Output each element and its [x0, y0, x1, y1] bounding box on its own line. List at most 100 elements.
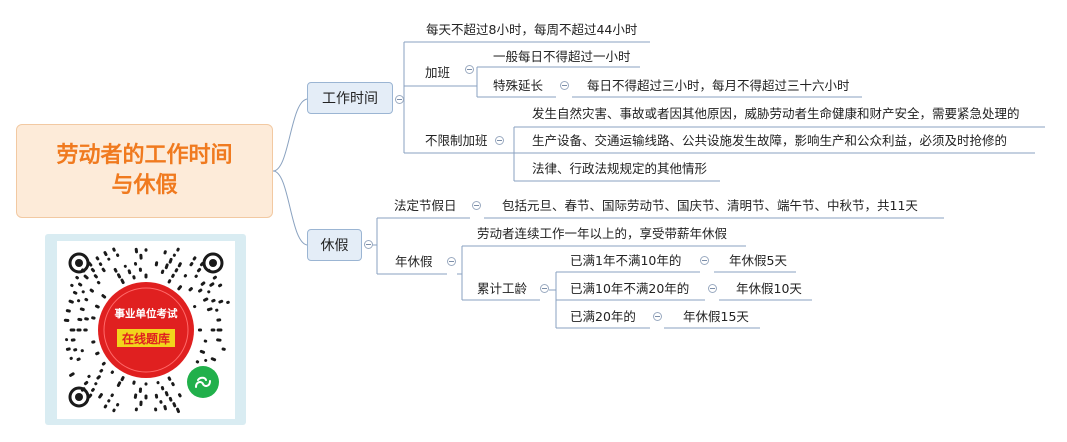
qr-dot — [176, 407, 180, 414]
collapse-toggle-annual[interactable] — [447, 257, 456, 266]
qr-dot — [68, 299, 74, 304]
qr-dot — [91, 316, 96, 320]
branch-leave[interactable]: 休假 — [307, 229, 362, 261]
qr-finder-dot — [75, 393, 83, 401]
qr-dot — [63, 318, 70, 323]
annual-eligibility-text: 劳动者连续工作一年以上的，享受带薪年休假 — [477, 226, 728, 241]
qr-dot — [90, 267, 96, 273]
qr-dot — [174, 268, 179, 273]
qr-dot — [89, 288, 94, 293]
qr-dot — [133, 393, 138, 399]
collapse-toggle-holidays[interactable] — [472, 201, 481, 210]
qr-dot — [212, 275, 217, 280]
root-title-line1: 劳动者的工作时间 — [56, 143, 233, 168]
qr-dot — [107, 257, 111, 261]
collapse-toggle-seniority[interactable] — [540, 284, 549, 293]
qr-dot — [168, 257, 173, 264]
qr-dot — [177, 393, 182, 398]
qr-dot — [76, 328, 82, 332]
qr-dot — [189, 262, 194, 267]
qr-dot — [103, 404, 108, 409]
branch-work-time[interactable]: 工作时间 — [307, 82, 393, 114]
collapse-toggle-overtime[interactable] — [465, 65, 474, 74]
qr-dot — [177, 285, 183, 291]
qr-dot — [123, 264, 127, 268]
tier-1-days: 年休假5天 — [729, 253, 787, 268]
qr-dot — [112, 247, 116, 252]
qr-dot — [84, 317, 89, 321]
qr-dot — [167, 376, 172, 381]
qr-dot — [83, 380, 89, 386]
qr-dot — [163, 405, 167, 411]
qr-dot — [133, 261, 138, 266]
qr-dot — [84, 297, 89, 302]
qr-dot — [144, 273, 148, 279]
qr-dot — [87, 374, 91, 378]
mini-program-logo-glyph — [195, 376, 211, 388]
collapse-toggle-tier-2[interactable] — [708, 284, 717, 293]
qr-dot — [91, 340, 96, 344]
overtime-normal-text: 一般每日不得超过一小时 — [493, 49, 631, 64]
qr-dot — [195, 360, 200, 364]
qr-dot — [209, 282, 215, 287]
collapse-toggle-work[interactable] — [395, 95, 404, 104]
qr-finder-dot — [209, 259, 217, 267]
qr-dot — [69, 372, 75, 377]
tier-2-days: 年休假10天 — [736, 281, 802, 296]
qr-dot — [93, 274, 98, 279]
qr-dot — [192, 256, 197, 261]
qr-dot — [94, 304, 100, 309]
qr-dot — [98, 393, 103, 399]
holidays-label: 法定节假日 — [394, 198, 457, 213]
qr-dot — [216, 328, 223, 332]
qr-dot — [107, 399, 111, 403]
qr-dot — [77, 317, 83, 322]
qr-finder-ring — [202, 252, 224, 274]
collapse-toggle-special[interactable] — [560, 81, 569, 90]
tier-3-years: 已满20年的 — [570, 309, 636, 324]
root-topic[interactable]: 劳动者的工作时间 与休假 — [16, 124, 273, 218]
qr-dot — [159, 400, 163, 404]
qr-dot — [172, 253, 176, 257]
qr-dot — [116, 403, 120, 407]
qr-dot — [177, 262, 182, 268]
collapse-toggle-tier-1[interactable] — [700, 256, 709, 265]
qr-dot — [96, 280, 101, 285]
qr-dot — [200, 281, 206, 286]
qr-dot — [171, 273, 175, 278]
qr-dot — [196, 267, 202, 273]
qr-dot — [167, 279, 172, 284]
overtime-special-value: 每日不得超过三小时，每月不得超过三十六小时 — [587, 78, 850, 93]
qr-dot — [156, 381, 160, 385]
branch-work-time-label: 工作时间 — [322, 91, 378, 107]
qr-dot — [198, 288, 203, 293]
qr-dot — [164, 263, 169, 270]
qr-dot — [95, 256, 100, 261]
qr-dot — [95, 351, 100, 356]
collapse-toggle-unlimited[interactable] — [495, 136, 504, 145]
unlimited-overtime-label: 不限制加班 — [425, 133, 488, 148]
collapse-toggle-leave[interactable] — [364, 240, 373, 249]
seniority-label: 累计工龄 — [477, 281, 528, 296]
qr-dot — [134, 247, 139, 254]
mini-program-qr-code[interactable]: 事业单位考试 在线题库 — [57, 241, 235, 419]
collapse-toggle-tier-3[interactable] — [653, 312, 662, 321]
qr-dot — [144, 382, 148, 386]
tier-3-days: 年休假15天 — [683, 309, 749, 324]
unlimited-item-2: 生产设备、交通运输线路、公共设施发生故障，影响生产和公众利益，必须及时抢修的 — [532, 133, 1008, 148]
qr-dot — [65, 338, 69, 342]
qr-dot — [210, 328, 216, 332]
qr-dot — [81, 290, 85, 294]
qr-dot — [154, 261, 159, 267]
qr-dot — [144, 394, 148, 400]
tier-1-years: 已满1年不满10年的 — [570, 253, 682, 268]
qr-dot — [134, 407, 138, 412]
overtime-special-label: 特殊延长 — [493, 78, 544, 93]
qr-dot — [160, 386, 165, 391]
qr-dot — [193, 305, 197, 309]
qr-dot — [94, 382, 98, 386]
qr-dot — [69, 356, 73, 360]
qr-dot — [139, 253, 143, 260]
qr-dot — [101, 267, 106, 273]
